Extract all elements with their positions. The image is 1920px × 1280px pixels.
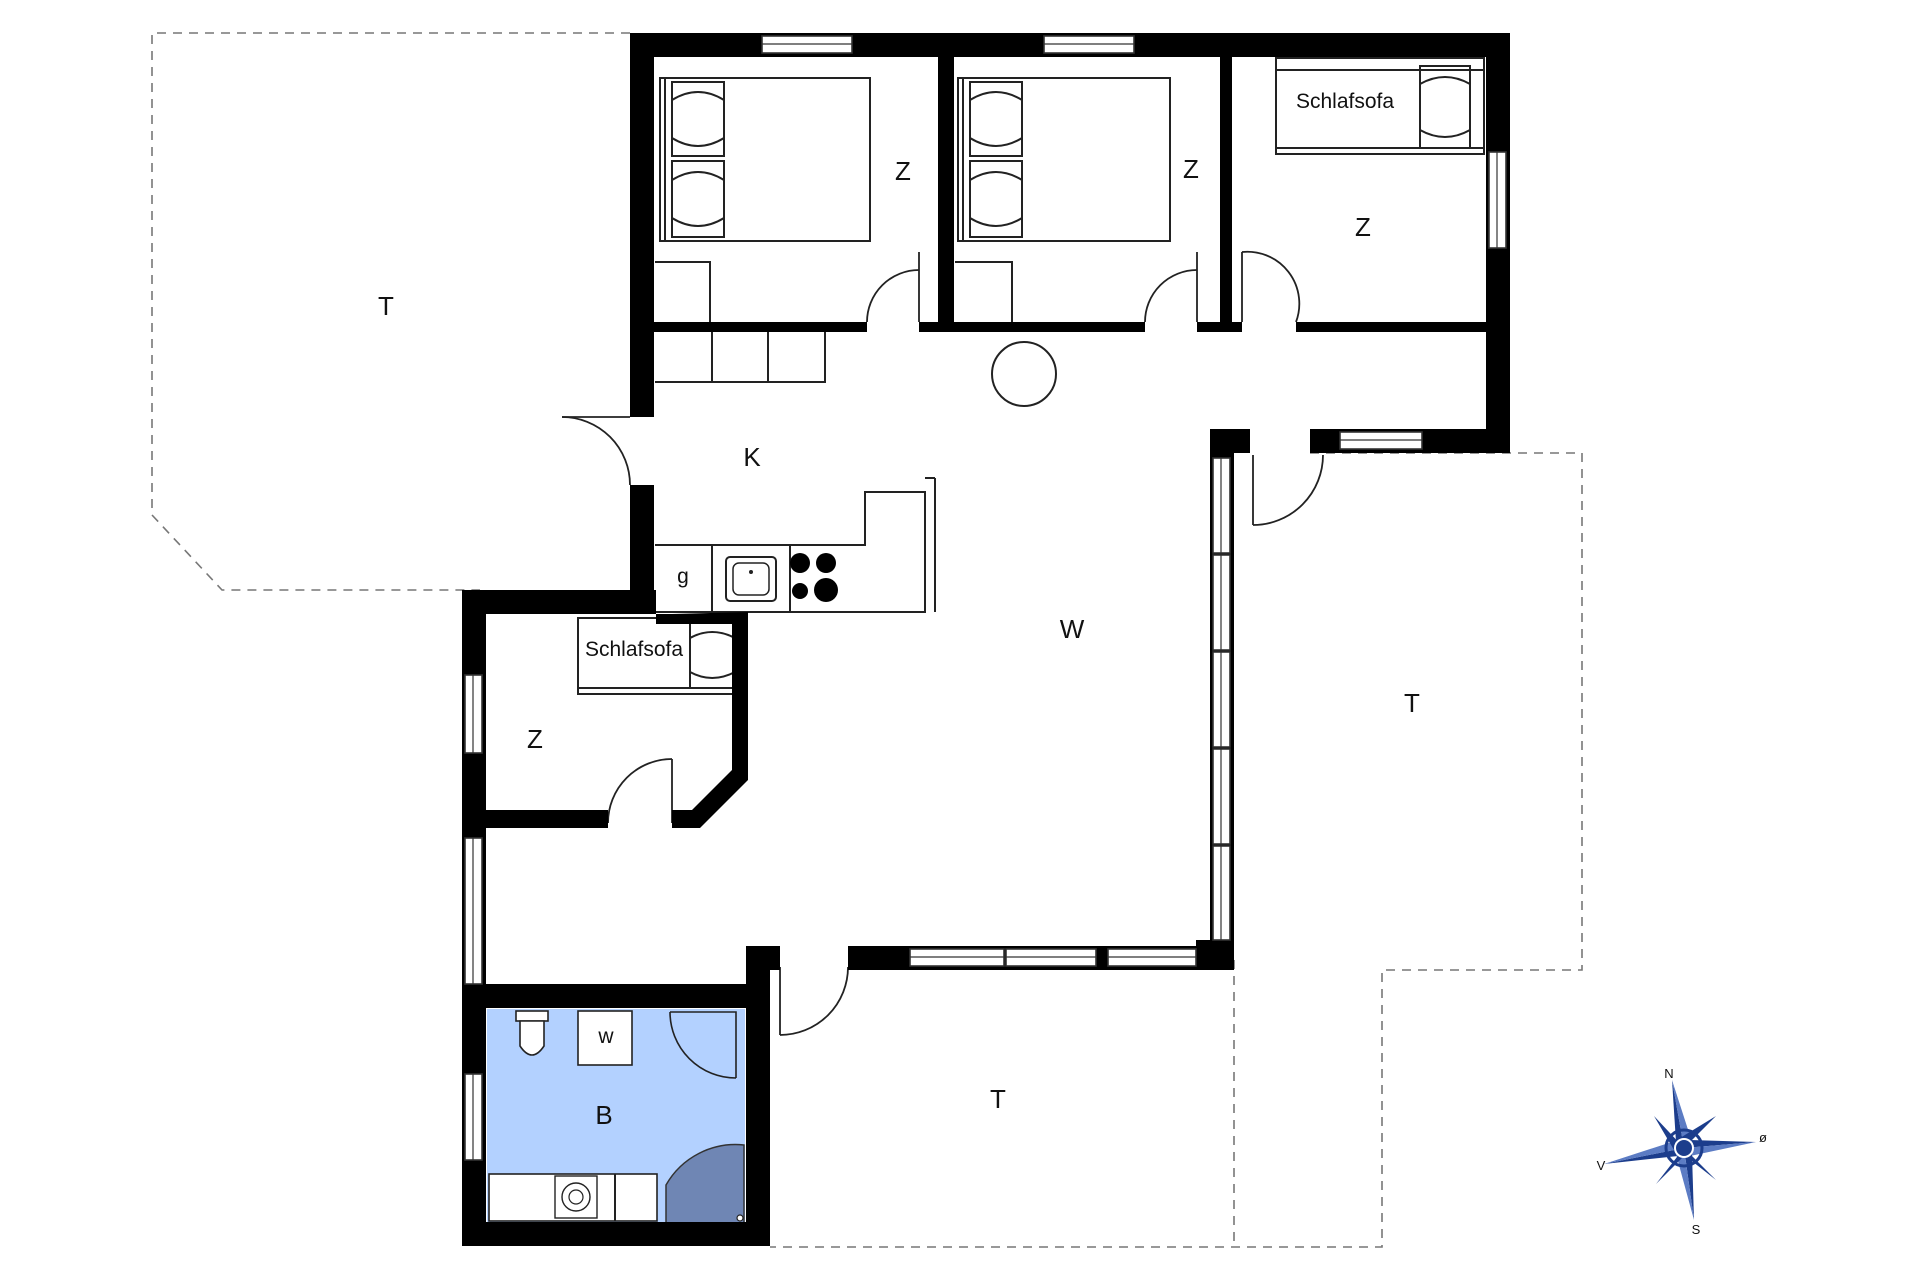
compass-west-label: V [1597,1158,1606,1173]
compass-rose-icon [1604,1080,1756,1220]
double-bed-1 [659,77,871,242]
terrace-label-nw: T [378,291,394,321]
toilet-icon [515,1010,549,1056]
vanity-counter [488,1173,658,1222]
kitchen-label: K [743,442,761,472]
compass-north-label: N [1664,1066,1673,1081]
freezer-label: g [677,565,689,588]
sofa-bed-label-2: Schlafsofa [585,638,683,661]
bath-door-swing [669,1011,737,1079]
drain-icon [736,1214,744,1222]
bedroom-label-4: Z [527,724,543,754]
kitchen-sink [725,556,777,602]
closet-units [655,261,1013,383]
terrace-label-east: T [1404,688,1420,718]
compass-east-label: ø [1759,1130,1767,1145]
washer-label: w [597,1025,614,1048]
round-table [991,341,1057,407]
washer-box [577,1010,633,1066]
sofa-bed-1 [1275,57,1485,155]
bathroom-label: B [595,1100,612,1130]
terrace-label-south: T [990,1084,1006,1114]
living-room-label: W [1060,614,1085,644]
double-bed-2 [957,77,1171,242]
windows [464,35,1507,1161]
bedroom-label-3: Z [1355,212,1371,242]
door-swings [561,250,1324,1036]
kitchen-counter [655,477,936,613]
bedroom-label-2: Z [1183,154,1199,184]
stove-icon [790,553,838,602]
compass-south-label: S [1692,1222,1701,1237]
sofa-bed-label-1: Schlafsofa [1296,90,1394,113]
bedroom-label-1: Z [895,156,911,186]
terrace-outlines [151,32,1583,1248]
shower-area [665,1143,745,1224]
